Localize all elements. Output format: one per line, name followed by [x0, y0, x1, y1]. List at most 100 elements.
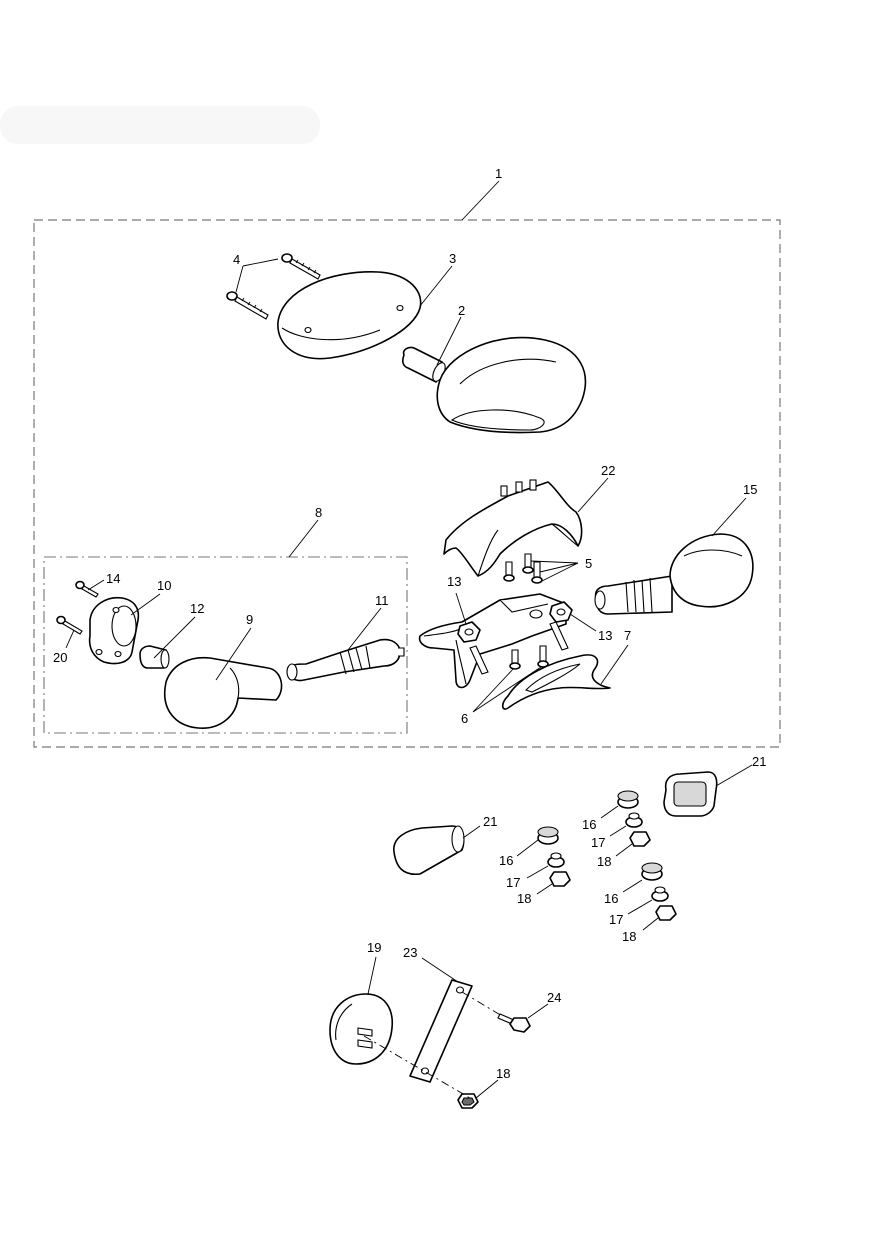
- cover-plate-3: [277, 271, 422, 360]
- leader-5: [530, 560, 579, 582]
- reflector-19: [329, 993, 393, 1065]
- rear-cap-10: [88, 596, 140, 665]
- leader-21a: [462, 825, 481, 839]
- bracket-stud-right: [549, 621, 569, 651]
- callout-18a: 18: [517, 891, 531, 906]
- rubber-boot-21-left: [393, 825, 465, 876]
- leader-19: [367, 956, 377, 995]
- assembly-1-boundary: [33, 219, 781, 748]
- leader-7: [600, 644, 629, 685]
- leader-18a: [536, 883, 553, 895]
- stalk-11: [286, 638, 405, 682]
- nut-18-a: [549, 871, 571, 887]
- callout-22: 22: [601, 463, 615, 478]
- screw-4-lower: [226, 291, 269, 320]
- indicator-15: [594, 533, 754, 615]
- leader-14: [87, 579, 105, 591]
- callout-16a: 16: [499, 853, 513, 868]
- leader-2: [436, 316, 462, 366]
- scan-smudge: [0, 106, 320, 144]
- rubber-frame-21-right: [663, 771, 718, 817]
- leader-17a: [526, 865, 549, 879]
- bracket-plate-7: [501, 654, 611, 710]
- callout-21a: 21: [483, 814, 497, 829]
- callout-16c: 16: [604, 891, 618, 906]
- callout-4: 4: [233, 252, 240, 267]
- leader-12: [153, 616, 196, 659]
- leader-17c: [627, 899, 653, 915]
- callout-11: 11: [375, 593, 389, 608]
- leader-24: [527, 1003, 549, 1019]
- leader-20: [65, 629, 75, 649]
- grommet-16-c: [641, 862, 663, 881]
- callout-18d: 18: [496, 1066, 510, 1081]
- leader-17b: [609, 825, 627, 837]
- leader-13a: [455, 592, 467, 625]
- leader-21b: [715, 764, 753, 787]
- leader-11: [347, 607, 382, 651]
- washer-17-a: [547, 852, 565, 868]
- nut-18-c: [655, 905, 677, 921]
- screws-6: [509, 645, 549, 670]
- callout-21b: 21: [752, 754, 766, 769]
- callout-14: 14: [106, 571, 120, 586]
- grommet-16-b: [617, 790, 639, 809]
- leader-10: [130, 593, 161, 616]
- assembly-8-boundary: [43, 556, 408, 734]
- callout-1: 1: [495, 166, 502, 181]
- leader-13b: [569, 613, 597, 632]
- callout-5: 5: [585, 556, 592, 571]
- leader-16b: [600, 805, 619, 819]
- grommet-16-a: [537, 826, 559, 845]
- screw-20: [56, 615, 83, 635]
- washer-17-c: [651, 886, 669, 902]
- leader-4: [235, 258, 279, 293]
- lamp-housing: [436, 336, 587, 434]
- callout-16b: 16: [582, 817, 596, 832]
- screws-5: [503, 553, 543, 584]
- leader-16a: [516, 839, 539, 857]
- callout-13b: 13: [598, 628, 612, 643]
- callout-17a: 17: [506, 875, 520, 890]
- callout-8: 8: [315, 505, 322, 520]
- callout-9: 9: [246, 612, 253, 627]
- axis-bolt-bracket: [461, 991, 503, 1017]
- bulb-2: [402, 346, 446, 383]
- leader-18d: [475, 1079, 499, 1099]
- callout-20: 20: [53, 650, 67, 665]
- leader-6: [472, 666, 542, 713]
- leader-23: [421, 957, 459, 983]
- callout-19: 19: [367, 940, 381, 955]
- leader-8: [288, 519, 319, 558]
- nut-18-d: [457, 1093, 479, 1109]
- leader-18b: [615, 843, 633, 857]
- callout-7: 7: [624, 628, 631, 643]
- lens-9: [163, 656, 283, 729]
- mounting-bracket: [418, 593, 567, 689]
- leader-1: [461, 180, 500, 221]
- callout-17c: 17: [609, 912, 623, 927]
- callout-13a: 13: [447, 574, 461, 589]
- bracket-cover-22: [443, 479, 583, 577]
- callout-24: 24: [547, 990, 561, 1005]
- nut-13-left: [457, 621, 481, 643]
- bolt-24: [497, 1013, 531, 1033]
- callout-2: 2: [458, 303, 465, 318]
- leader-22: [577, 477, 609, 513]
- nut-18-b: [629, 831, 651, 847]
- leader-16c: [622, 879, 643, 893]
- nut-13-right: [549, 601, 573, 623]
- callout-6: 6: [461, 711, 468, 726]
- leader-9: [215, 627, 252, 681]
- bracket-strip-23: [409, 979, 473, 1083]
- leader-18c: [642, 917, 659, 931]
- callout-12: 12: [190, 601, 204, 616]
- callout-15: 15: [743, 482, 757, 497]
- leader-3: [419, 265, 453, 307]
- screw-4-upper: [281, 253, 321, 280]
- axis-reflector-bracket: [363, 1035, 471, 1099]
- callout-17b: 17: [591, 835, 605, 850]
- bulb-12: [139, 645, 170, 669]
- screw-14: [75, 580, 99, 598]
